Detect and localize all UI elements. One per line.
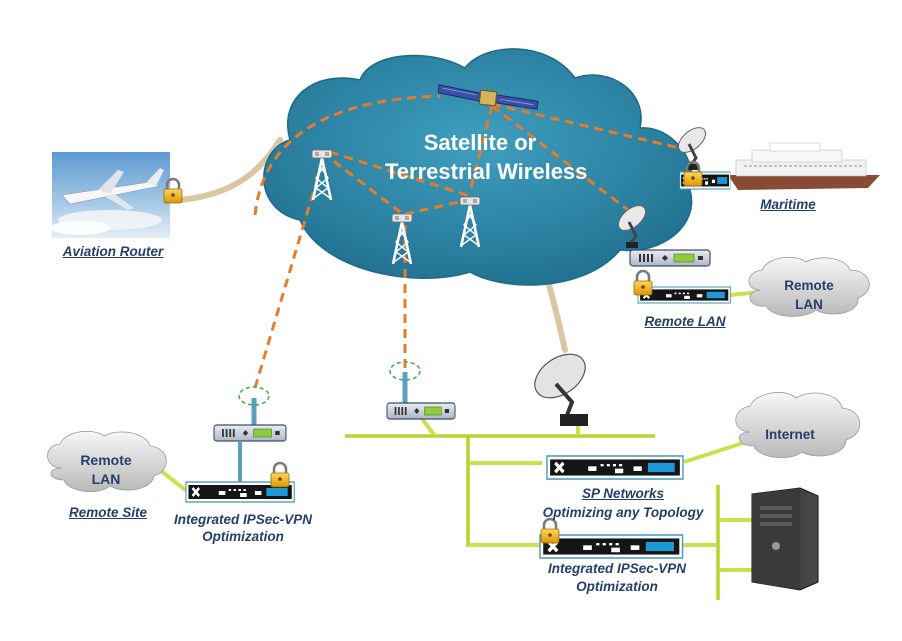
cloud-title-line2: Terrestrial Wireless bbox=[385, 159, 588, 184]
wan-optimizer-icon bbox=[538, 533, 685, 560]
maritime-link-label[interactable]: Maritime bbox=[760, 197, 816, 212]
ipsec-left-line1: Integrated IPSec-VPN bbox=[173, 512, 313, 527]
wireless-links bbox=[253, 94, 689, 389]
remote-site-link[interactable]: Remote Site bbox=[68, 505, 148, 520]
satellite-dish-icon bbox=[534, 353, 588, 426]
ipsec-label-bottom: Integrated IPSec-VPN Optimization bbox=[536, 560, 698, 596]
ipsec-bottom-line2: Optimization bbox=[576, 579, 658, 594]
remote-lan-left-line2: LAN bbox=[91, 471, 121, 487]
internet-cloud-label: Internet bbox=[765, 427, 815, 442]
internet-cloud bbox=[735, 392, 861, 459]
remote-lan-right-line2: LAN bbox=[795, 297, 823, 312]
ipsec-left-line2: Optimization bbox=[202, 529, 284, 544]
padlock-icon bbox=[162, 177, 184, 205]
remote-lan-cloud-left bbox=[47, 430, 167, 493]
ipsec-label-left: Integrated IPSec-VPN Optimization bbox=[168, 511, 318, 545]
remote-lan-right-line1: Remote bbox=[784, 278, 834, 293]
remote-lan-cloud-right-label: Remote LAN bbox=[777, 276, 841, 314]
wan-optimizer-icon bbox=[545, 454, 685, 481]
ipsec-bottom-line1: Integrated IPSec-VPN bbox=[547, 561, 687, 576]
cloud-title-line1: Satellite or bbox=[423, 130, 537, 155]
padlock-icon bbox=[632, 269, 654, 297]
modem-icon bbox=[629, 249, 711, 267]
remote-lan-cloud-left-label: Remote LAN bbox=[74, 451, 138, 489]
padlock-icon bbox=[539, 517, 561, 545]
ship-photo bbox=[728, 142, 880, 190]
padlock-icon bbox=[269, 461, 291, 489]
modem-icon bbox=[213, 424, 287, 442]
remote-lan-left-line1: Remote bbox=[80, 452, 132, 468]
wireless-signal-icon bbox=[389, 361, 421, 381]
sp-networks-link[interactable]: SP Networks bbox=[581, 486, 665, 501]
remote-lan-link[interactable]: Remote LAN bbox=[644, 314, 726, 329]
remote-lan-cloud-right bbox=[748, 256, 870, 317]
cloud-title: Satellite or Terrestrial Wireless bbox=[385, 128, 588, 186]
sp-networks-label: SP Networks Optimizing any Topology bbox=[530, 484, 716, 522]
wireless-signal-icon bbox=[238, 386, 270, 406]
aviation-router-link[interactable]: Aviation Router bbox=[62, 244, 164, 259]
sp-optimizing-text: Optimizing any Topology bbox=[542, 505, 704, 520]
modem-icon bbox=[386, 402, 456, 420]
server-icon bbox=[751, 487, 819, 591]
satellite-icon bbox=[437, 84, 539, 110]
airplane-photo bbox=[50, 152, 170, 238]
